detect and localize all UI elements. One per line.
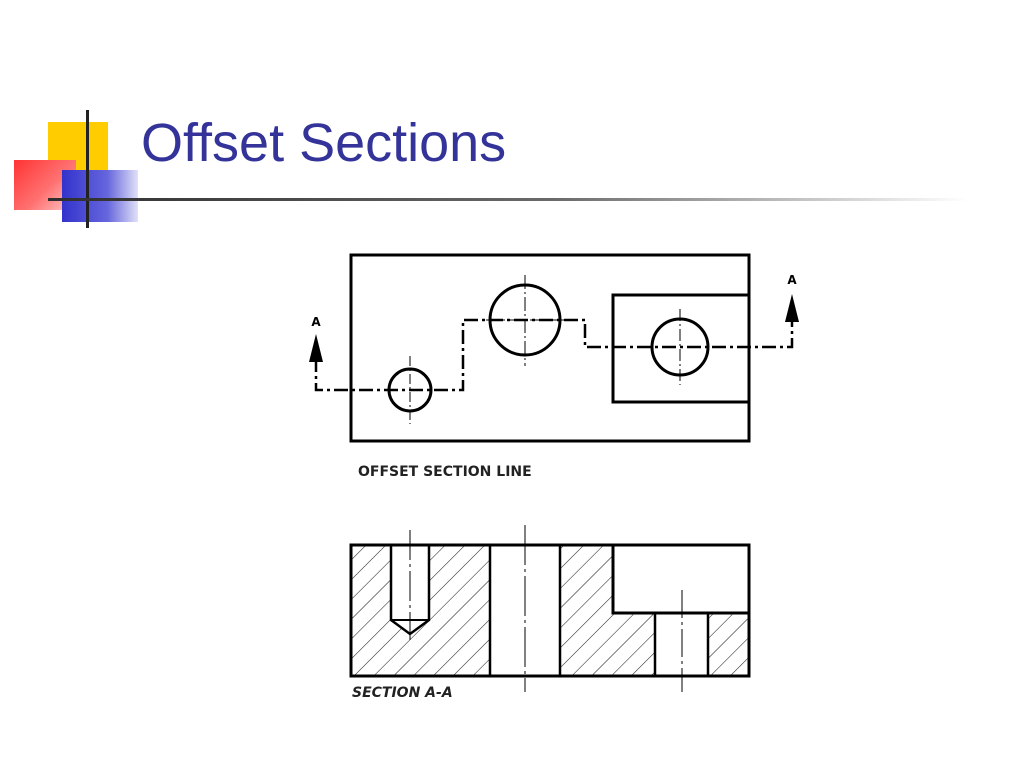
slide-title: Offset Sections (141, 113, 507, 173)
section-arrow-right (785, 294, 799, 322)
top-view: A A (309, 253, 799, 443)
title-divider (48, 198, 968, 201)
decor-vertical-line (86, 110, 89, 228)
hatch-left-block (351, 545, 490, 676)
section-marker-left: A (311, 315, 321, 329)
top-view-caption: OFFSET SECTION LINE (358, 464, 532, 480)
section-view-caption: SECTION A-A (352, 685, 453, 701)
section-view (349, 525, 751, 692)
section-view-centerlines (409, 525, 683, 692)
decor-blue-square (62, 170, 138, 222)
hatch-right-block (708, 613, 749, 676)
section-outline (349, 543, 751, 678)
top-view-boss-outline (611, 293, 751, 404)
hatch-middle-block (560, 545, 655, 676)
section-arrow-left (309, 334, 323, 362)
section-marker-right: A (787, 273, 797, 287)
cutting-plane-line (314, 318, 794, 392)
